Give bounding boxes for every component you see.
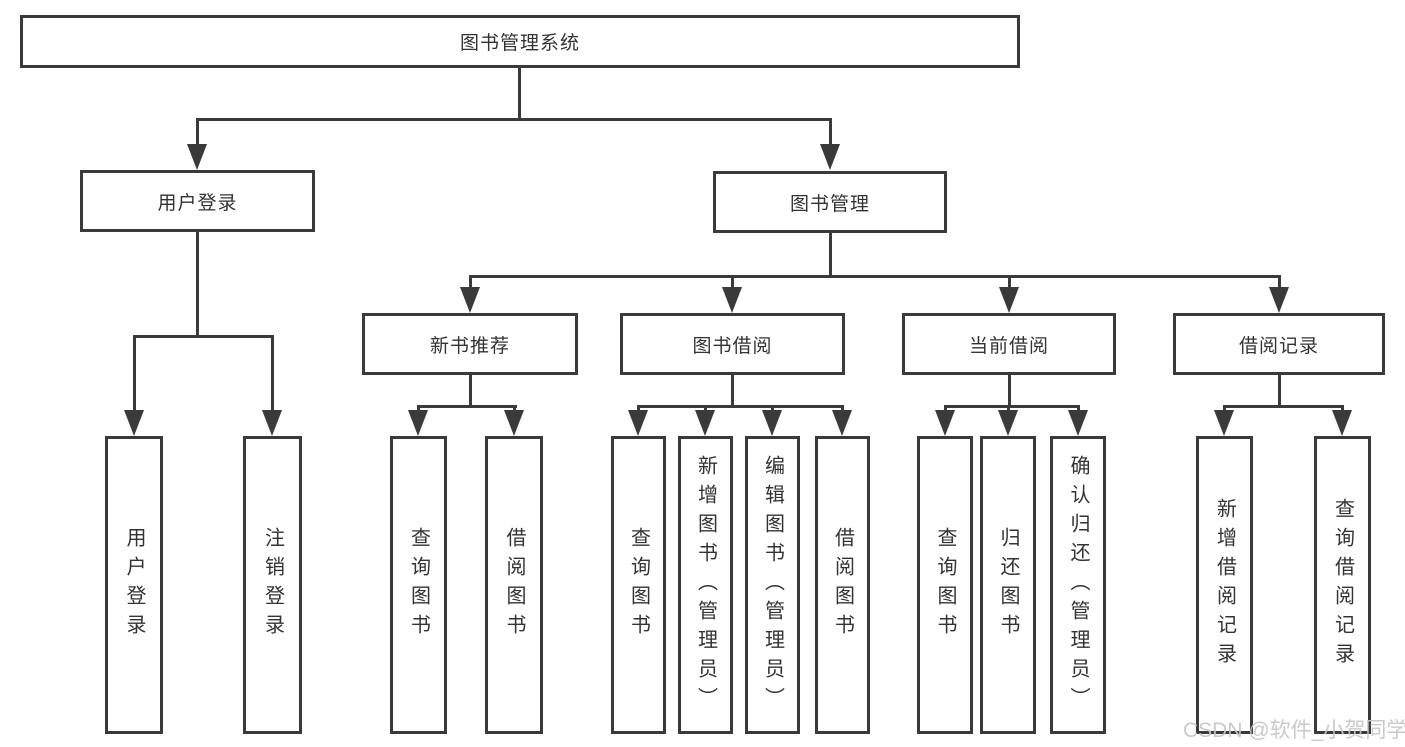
node-borrow-records: 借阅记录 (1173, 313, 1385, 375)
connector-line (731, 275, 734, 289)
leaf-confirm-return-admin: 确认归还（管理员） (1050, 436, 1106, 734)
node-borrow-records-label: 借阅记录 (1238, 335, 1319, 357)
connector-line (944, 405, 1080, 408)
arrow-down-icon (935, 410, 955, 436)
node-new-book-recommend-label: 新书推荐 (429, 335, 510, 357)
leaf-query-book-borrow-label: 查询图书 (627, 527, 650, 643)
connector-line (513, 405, 516, 412)
connector-line (704, 405, 707, 412)
leaf-query-book-current-label: 查询图书 (934, 527, 956, 643)
node-book-borrow: 图书借阅 (620, 313, 845, 375)
arrow-down-icon (999, 287, 1019, 313)
arrow-down-icon (1269, 287, 1289, 313)
arrow-down-icon (504, 410, 524, 436)
connector-line (417, 405, 517, 408)
node-book-borrow-label: 图书借阅 (692, 335, 773, 357)
arrow-down-icon (124, 410, 144, 436)
arrow-down-icon (187, 144, 207, 170)
arrow-down-icon (695, 410, 715, 436)
connector-line (1278, 375, 1281, 405)
leaf-query-book-current: 查询图书 (917, 436, 973, 734)
node-root-label: 图书管理系统 (459, 33, 580, 54)
leaf-query-book-borrow: 查询图书 (611, 436, 666, 734)
connector-line (133, 335, 136, 411)
connector-line (771, 405, 774, 412)
connector-line (1278, 275, 1281, 289)
connector-line (417, 405, 420, 412)
connector-line (196, 118, 832, 121)
connector-line (196, 232, 199, 335)
connector-line (469, 275, 472, 289)
leaf-edit-book-admin-label: 编辑图书（管理员） (761, 454, 784, 716)
connector-line (1341, 405, 1344, 412)
leaf-return-book-label: 归还图书 (997, 527, 1019, 643)
connector-line (133, 335, 274, 338)
connector-line (1008, 275, 1011, 289)
connector-line (841, 405, 844, 412)
node-user-login: 用户登录 (80, 170, 315, 232)
connector-line (731, 375, 734, 405)
connector-line (637, 405, 640, 412)
leaf-logout: 注销登录 (243, 436, 302, 734)
leaf-confirm-return-admin-label: 确认归还（管理员） (1067, 454, 1089, 716)
connector-line (196, 118, 199, 145)
connector-line (518, 68, 521, 118)
arrow-down-icon (1214, 410, 1234, 436)
leaf-add-book-admin-label: 新增图书（管理员） (694, 454, 717, 716)
arrow-down-icon (628, 410, 648, 436)
arrow-down-icon (762, 410, 782, 436)
node-new-book-recommend: 新书推荐 (362, 313, 578, 375)
node-book-management-label: 图书管理 (789, 193, 870, 215)
leaf-edit-book-admin: 编辑图书（管理员） (745, 436, 800, 734)
node-book-management: 图书管理 (713, 171, 947, 233)
connector-line (469, 375, 472, 405)
leaf-borrow-book: 借阅图书 (815, 436, 870, 734)
connector-line (637, 405, 844, 408)
connector-line (1223, 405, 1344, 408)
arrow-down-icon (820, 144, 840, 170)
leaf-logout-label: 注销登录 (261, 527, 284, 643)
arrow-down-icon (832, 410, 852, 436)
watermark: CSDN @软件_小贺同学 (1183, 719, 1405, 742)
arrow-down-icon (722, 287, 742, 313)
arrow-down-icon (1068, 410, 1088, 436)
arrow-down-icon (460, 287, 480, 313)
arrow-down-icon (998, 410, 1018, 436)
connector-line (944, 405, 947, 412)
node-user-login-label: 用户登录 (157, 192, 238, 214)
leaf-query-book-recommend: 查询图书 (390, 436, 447, 734)
connector-line (1223, 405, 1226, 412)
leaf-borrow-book-recommend: 借阅图书 (485, 436, 543, 734)
leaf-return-book: 归还图书 (980, 436, 1036, 734)
connector-line (271, 335, 274, 411)
connector-line (829, 233, 832, 275)
node-root: 图书管理系统 (20, 15, 1020, 68)
leaf-borrow-book-recommend-label: 借阅图书 (503, 527, 525, 643)
node-current-borrow-label: 当前借阅 (968, 335, 1049, 357)
arrow-down-icon (408, 410, 428, 436)
connector-line (829, 118, 832, 145)
leaf-add-borrow-record-label: 新增借阅记录 (1213, 498, 1236, 672)
connector-line (1077, 405, 1080, 412)
leaf-user-login-label: 用户登录 (123, 527, 145, 643)
leaf-query-book-recommend-label: 查询图书 (407, 527, 430, 643)
leaf-add-book-admin: 新增图书（管理员） (678, 436, 733, 734)
leaf-borrow-book-label: 借阅图书 (831, 527, 854, 643)
leaf-query-borrow-record-label: 查询借阅记录 (1331, 498, 1354, 672)
arrow-down-icon (1332, 410, 1352, 436)
connector-line (1008, 375, 1011, 405)
node-current-borrow: 当前借阅 (902, 313, 1116, 375)
leaf-user-login: 用户登录 (105, 436, 163, 734)
connector-line (1007, 405, 1010, 412)
arrow-down-icon (262, 410, 282, 436)
leaf-add-borrow-record: 新增借阅记录 (1196, 436, 1253, 734)
leaf-query-borrow-record: 查询借阅记录 (1314, 436, 1371, 734)
connector-line (469, 275, 1281, 278)
